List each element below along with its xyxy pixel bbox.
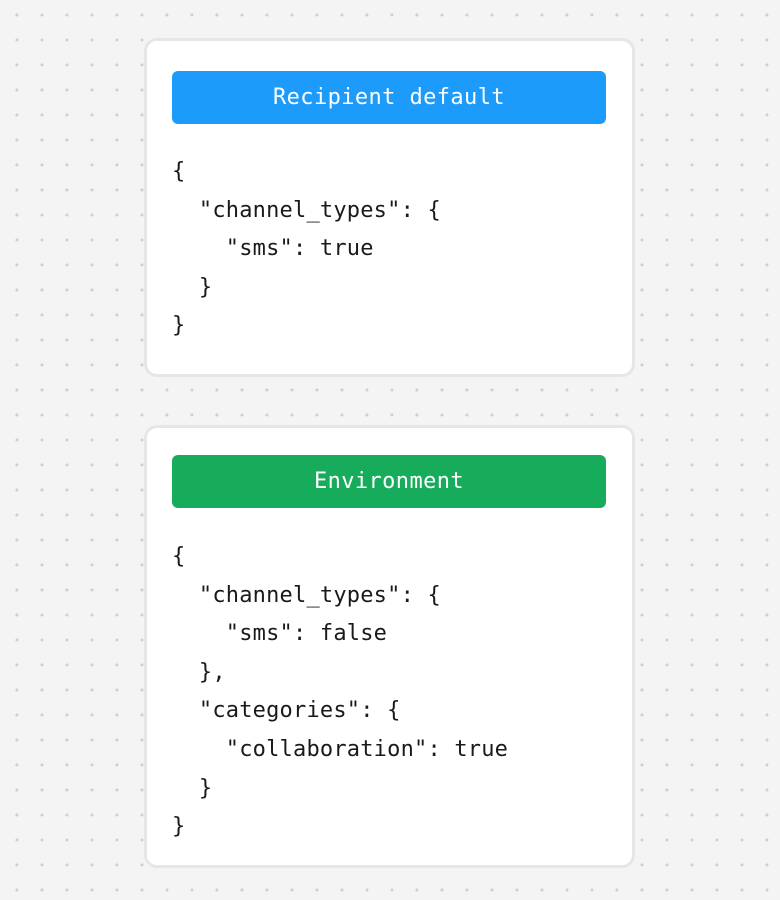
card-header-title: Recipient default [273,84,505,110]
card-header-environment: Environment [172,455,606,508]
code-block-environment: { "channel_types": { "sms": false }, "ca… [172,544,509,840]
card-environment: Environment { "channel_types": { "sms": … [144,425,635,868]
card-header-title: Environment [313,468,465,494]
card-recipient-default: Recipient default { "channel_types": { "… [144,38,635,377]
code-block-recipient-default: { "channel_types": { "sms": true } } [172,159,441,339]
card-header-recipient-default: Recipient default [172,71,606,124]
